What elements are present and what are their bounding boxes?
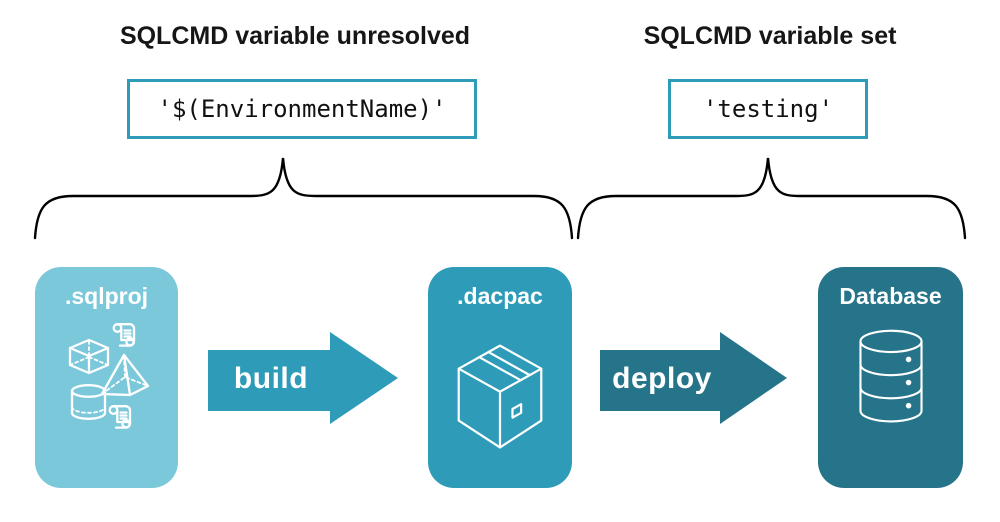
deploy-arrow: deploy [600, 332, 787, 424]
code-text-testing: 'testing' [702, 95, 834, 123]
pyramid-icon [100, 353, 150, 397]
code-box-environment-name: '$(EnvironmentName)' [127, 79, 477, 139]
node-dacpac: .dacpac [428, 267, 572, 488]
package-icon [457, 344, 543, 449]
scroll-icon [108, 405, 132, 429]
brace-left-icon [33, 157, 574, 240]
code-box-testing: 'testing' [668, 79, 868, 139]
build-arrow-label: build [233, 362, 309, 395]
cube-icon [68, 338, 110, 375]
node-sqlproj: .sqlproj [35, 267, 178, 488]
build-arrow: build [208, 332, 398, 424]
sqlproj-objects-icon [68, 323, 150, 429]
node-database: Database [818, 267, 963, 488]
code-text-environment-name: '$(EnvironmentName)' [157, 95, 447, 123]
database-icon [859, 329, 923, 423]
heading-set: SQLCMD variable set [643, 22, 897, 50]
heading-unresolved: SQLCMD variable unresolved [119, 22, 471, 50]
brace-right-icon [576, 157, 967, 240]
deploy-arrow-label: deploy [612, 362, 712, 395]
node-database-label: Database [839, 283, 942, 309]
node-sqlproj-label: .sqlproj [64, 283, 149, 309]
cylinder-icon [70, 384, 107, 420]
scroll-icon [112, 323, 136, 347]
node-dacpac-label: .dacpac [457, 283, 543, 309]
